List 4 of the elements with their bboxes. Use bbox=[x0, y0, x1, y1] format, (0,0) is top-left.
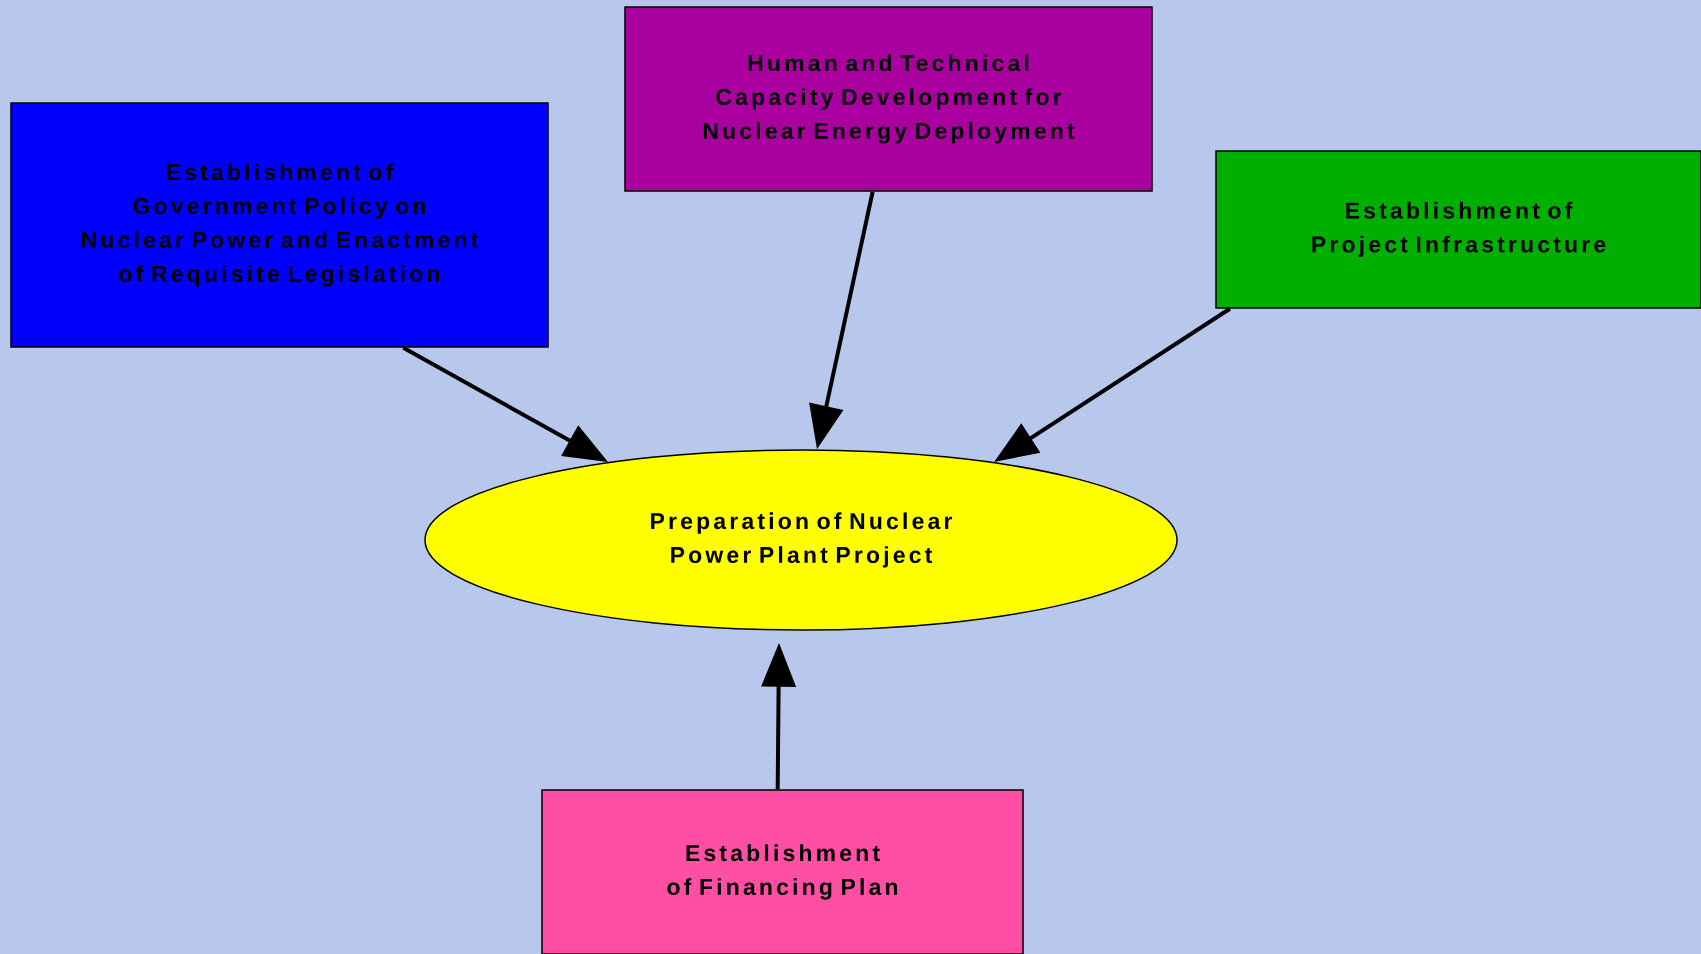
process-box: Establishment of Project Infrastructure bbox=[1215, 150, 1701, 309]
process-box: Establishment of Government Policy on Nuclear Power and Enactment of Requisite Legislation bbox=[10, 102, 549, 348]
process-box: Human and Technical Capacity Development for Nuclear Energy Deployment bbox=[624, 6, 1153, 192]
process-box: Establishment of Financing Plan bbox=[541, 789, 1024, 954]
